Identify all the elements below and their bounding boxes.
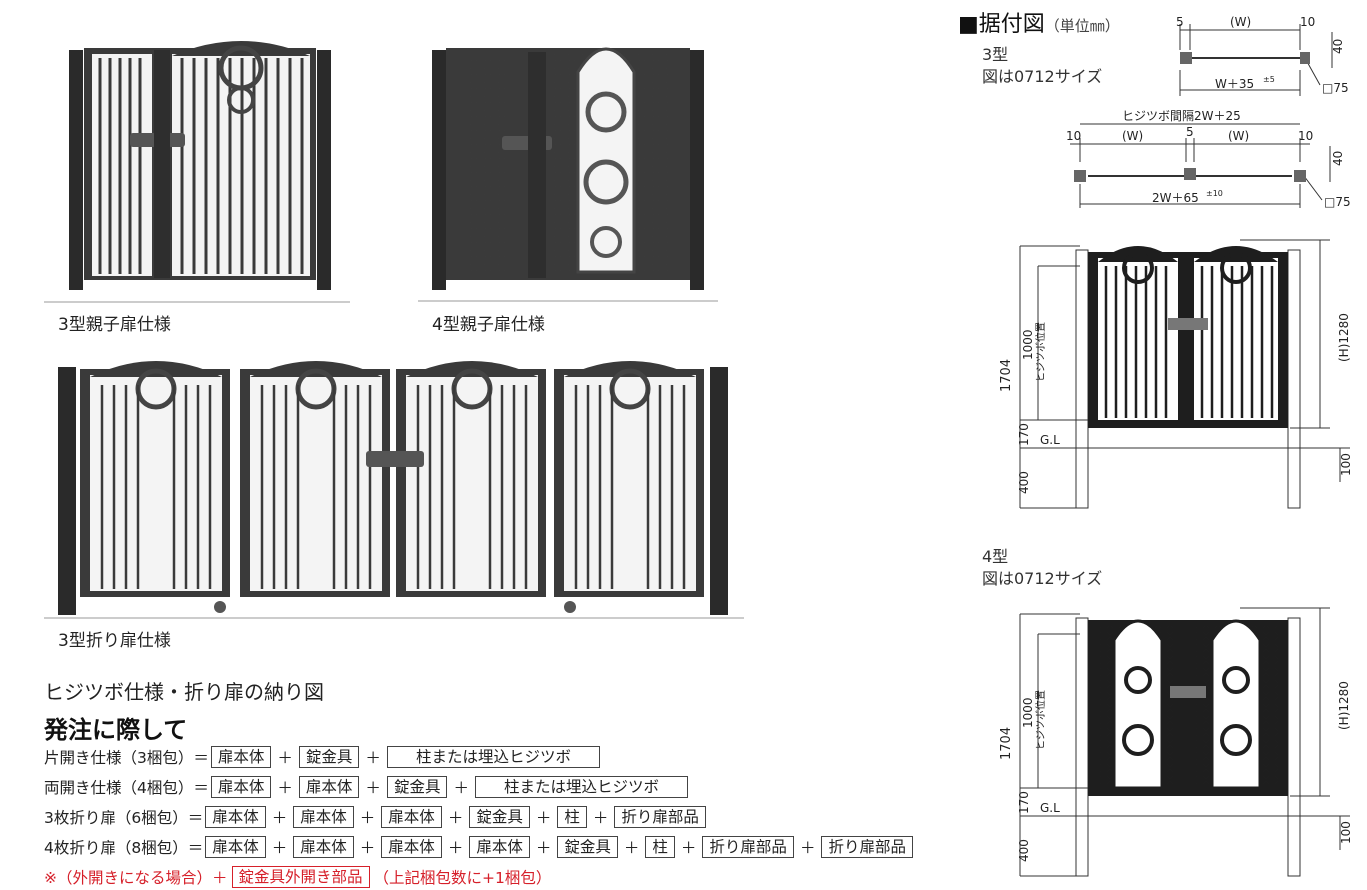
order-item: 柱: [645, 836, 675, 858]
order-row-label: 4枚折り扉（8梱包）＝: [44, 839, 204, 857]
svg-text:400: 400: [1017, 471, 1031, 494]
order-item: 錠金具: [386, 776, 448, 798]
gate1-caption: 3型親子扉仕様: [58, 315, 171, 335]
svg-text:400: 400: [1017, 839, 1031, 862]
svg-text:(W): (W): [1228, 129, 1249, 143]
order-item: 柱または埋込ヒジツボ: [386, 746, 600, 768]
svg-text:1704: 1704: [999, 359, 1014, 392]
svg-text:170: 170: [1017, 791, 1031, 814]
order-item: 扉本体: [293, 836, 354, 858]
svg-text:5: 5: [1186, 125, 1194, 139]
svg-text:1704: 1704: [999, 727, 1014, 760]
order-item: 錠金具: [298, 746, 360, 768]
order-item: 扉本体: [210, 746, 272, 768]
order-item: 扉本体: [293, 806, 354, 828]
svg-text:±5: ±5: [1263, 75, 1275, 84]
svg-text:ヒジツボ位置: ヒジツボ位置: [1034, 322, 1047, 382]
order-item: 錠金具: [557, 836, 618, 858]
outward-opening-note: ※（外開きになる場合）＋ 錠金具外開き部品 （上記梱包数に+1梱包）: [44, 866, 552, 888]
svg-text:2W＋65: 2W＋65: [1152, 191, 1199, 205]
order-item: 折り扉部品: [821, 836, 913, 858]
order-row-3: 3枚折り扉（6梱包）＝ 扉本体 ＋ 扉本体 ＋ 扉本体 ＋ 錠金具 ＋ 柱 ＋ …: [44, 806, 708, 828]
svg-text:(W): (W): [1230, 15, 1251, 29]
elevation-diagram-type3: 1704 1000 ヒジツボ位置 170 G.L 400 (H)1280 100: [990, 232, 1360, 514]
svg-text:□75: □75: [1322, 81, 1349, 95]
svg-text:G.L: G.L: [1040, 801, 1060, 815]
svg-text:ヒジツボ位置: ヒジツボ位置: [1034, 690, 1047, 750]
svg-text:□75: □75: [1324, 195, 1351, 209]
gate2-caption: 4型親子扉仕様: [432, 315, 545, 335]
type3-label: 3型 図は0712サイズ: [982, 45, 1103, 86]
order-item: 柱: [557, 806, 587, 828]
order-row-1: 片開き仕様（3梱包）＝ 扉本体 ＋ 錠金具 ＋ 柱または埋込ヒジツボ: [44, 746, 602, 768]
svg-text:40: 40: [1331, 151, 1345, 166]
section-title: ヒジツボ仕様・折り扉の納り図: [44, 680, 324, 704]
svg-text:(H)1280: (H)1280: [1337, 313, 1351, 362]
order-item: 扉本体: [205, 806, 266, 828]
svg-text:G.L: G.L: [1040, 433, 1060, 447]
order-item: 柱または埋込ヒジツボ: [474, 776, 688, 798]
order-title: 発注に際して: [44, 716, 188, 744]
svg-text:10: 10: [1298, 129, 1313, 143]
order-row-2: 両開き仕様（4梱包）＝ 扉本体 ＋ 扉本体 ＋ 錠金具 ＋ 柱または埋込ヒジツボ: [44, 776, 690, 798]
gate-photo-3-parent-child: [44, 38, 350, 303]
order-item: 扉本体: [469, 836, 530, 858]
gate-photo-3-folding: [44, 345, 744, 620]
order-item: 折り扉部品: [702, 836, 794, 858]
plan-diagram-type3-single: 5 (W) 10 40 W＋35 ±5 □75: [1160, 10, 1360, 100]
note-box: 錠金具外開き部品: [231, 866, 370, 888]
order-row-4: 4枚折り扉（8梱包）＝ 扉本体 ＋ 扉本体 ＋ 扉本体 ＋ 扉本体 ＋ 錠金具 …: [44, 836, 915, 858]
svg-text:10: 10: [1066, 129, 1081, 143]
order-row-label: 片開き仕様（3梱包）＝: [44, 749, 209, 767]
order-item: 錠金具: [469, 806, 530, 828]
order-item: 扉本体: [381, 836, 442, 858]
gate-photo-4-parent-child: [418, 32, 718, 302]
order-row-label: 3枚折り扉（6梱包）＝: [44, 809, 204, 827]
svg-text:W＋35: W＋35: [1215, 77, 1254, 91]
svg-text:±10: ±10: [1206, 189, 1223, 198]
svg-text:(W): (W): [1122, 129, 1143, 143]
order-item: 折り扉部品: [614, 806, 706, 828]
svg-text:1000: 1000: [1021, 329, 1035, 360]
elevation-diagram-type4: 1704 1000 ヒジツボ位置 170 G.L 400 (H)1280 100: [990, 600, 1360, 882]
order-item: 扉本体: [298, 776, 360, 798]
svg-text:5: 5: [1176, 15, 1184, 29]
svg-text:100: 100: [1339, 453, 1353, 476]
order-row-label: 両開き仕様（4梱包）＝: [44, 779, 209, 797]
svg-text:170: 170: [1017, 423, 1031, 446]
plan-diagram-type3-double: ヒジツボ間隔2W＋25 10 (W) 5 (W) 10 40 2W＋65 ±10…: [1060, 108, 1360, 212]
order-item: 扉本体: [205, 836, 266, 858]
install-header: ■据付図（単位㎜）: [958, 12, 1120, 37]
gate3-caption: 3型折り扉仕様: [58, 631, 171, 651]
type4-label: 4型 図は0712サイズ: [982, 547, 1103, 588]
svg-text:100: 100: [1339, 821, 1353, 844]
svg-text:10: 10: [1300, 15, 1315, 29]
order-item: 扉本体: [210, 776, 272, 798]
svg-text:(H)1280: (H)1280: [1337, 681, 1351, 730]
svg-text:40: 40: [1331, 39, 1345, 54]
order-item: 扉本体: [381, 806, 442, 828]
svg-text:1000: 1000: [1021, 697, 1035, 728]
svg-text:ヒジツボ間隔2W＋25: ヒジツボ間隔2W＋25: [1122, 109, 1241, 123]
